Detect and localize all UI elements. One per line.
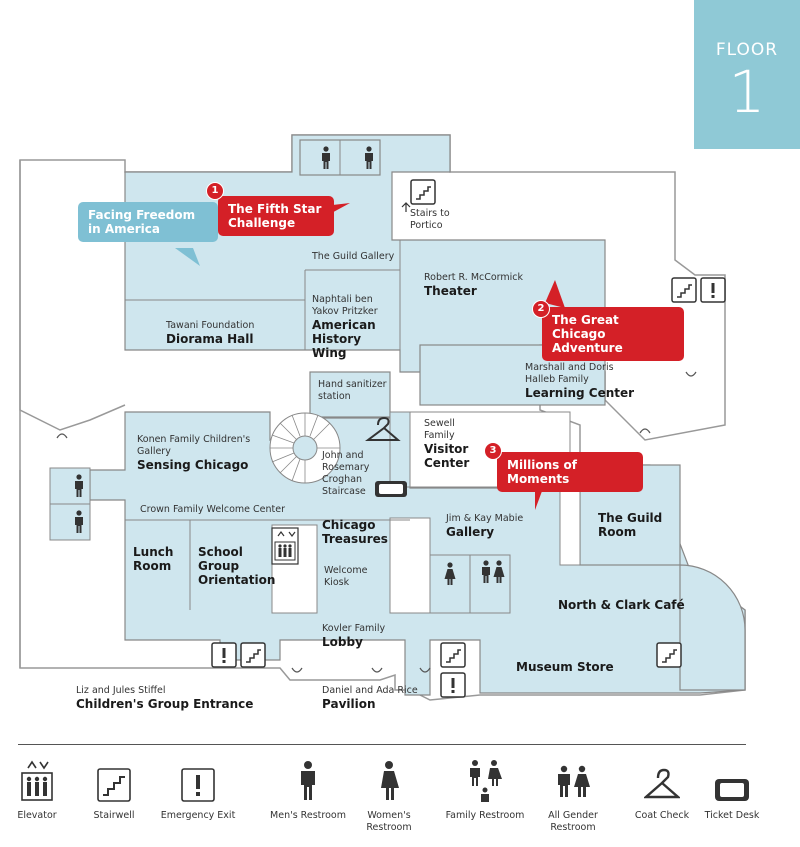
callout-number: 1 bbox=[206, 182, 224, 200]
elevator-icon bbox=[0, 760, 77, 802]
legend-item: Women's Restroom bbox=[349, 761, 429, 834]
floor-number: 1 bbox=[728, 58, 766, 126]
theater-sub: Robert R. McCormick bbox=[424, 272, 524, 283]
floor-label: FLOOR bbox=[715, 40, 779, 60]
facing-freedom-label: Facing Freedom in America bbox=[88, 208, 196, 236]
floor-indicator: FLOOR 1 bbox=[694, 0, 800, 149]
legend-item: Emergency Exit bbox=[158, 762, 238, 822]
hand-sanitizer-label: Hand sanitizer station bbox=[318, 379, 387, 402]
legend-label: Family Restroom bbox=[445, 810, 525, 821]
staircase-label: John and Rosemary Croghan Staircase bbox=[322, 450, 370, 497]
callout-number: 2 bbox=[532, 300, 550, 318]
childrens-title: Children's Group Entrance bbox=[76, 697, 254, 711]
legend-item: Ticket Desk bbox=[692, 762, 772, 822]
childrens-sub: Liz and Jules Stiffel bbox=[76, 685, 166, 696]
callout-label: The Great Chicago Adventure bbox=[552, 313, 623, 355]
ticket-desk-icon bbox=[375, 481, 407, 497]
upper-galleries bbox=[124, 134, 606, 373]
visitor-title: Visitor Center bbox=[424, 442, 470, 470]
school-group-room[interactable]: School Group Orientation bbox=[198, 545, 276, 587]
coat-check-icon bbox=[622, 762, 702, 802]
stairwell-icon bbox=[440, 642, 466, 668]
callout-label: The Fifth Star Challenge bbox=[228, 202, 322, 230]
guild-room[interactable]: The Guild Room bbox=[598, 511, 663, 539]
callout-fifth-star[interactable]: The Fifth Star Challenge bbox=[218, 196, 334, 236]
stairs-portico-label: Stairs to Portico bbox=[410, 208, 450, 231]
gallery-title: Gallery bbox=[446, 525, 495, 539]
lobby-sub: Kovler Family bbox=[322, 623, 386, 634]
pavilion-sub: Daniel and Ada Rice bbox=[322, 685, 418, 696]
sensing-title: Sensing Chicago bbox=[137, 458, 249, 472]
learning-title: Learning Center bbox=[525, 386, 635, 400]
welcome-center-label: Crown Family Welcome Center bbox=[140, 504, 285, 515]
guild-gallery-label: The Guild Gallery bbox=[312, 251, 395, 262]
museum-store-room[interactable]: Museum Store bbox=[516, 660, 614, 674]
all-gender-restroom-icon bbox=[533, 762, 613, 802]
stairwell-icon bbox=[656, 642, 682, 668]
pavilion-title: Pavilion bbox=[322, 697, 376, 711]
gallery-sub: Jim & Kay Mabie bbox=[446, 513, 524, 524]
callout-label: Millions of Moments bbox=[507, 458, 577, 486]
callout-great-chicago[interactable]: The Great Chicago Adventure bbox=[542, 307, 684, 361]
legend-label: All Gender Restroom bbox=[548, 810, 598, 833]
diorama-sub: Tawani Foundation bbox=[166, 320, 255, 331]
coat-check-icon bbox=[365, 416, 401, 441]
stairwell-icon bbox=[240, 642, 266, 668]
legend-item: Stairwell bbox=[74, 762, 154, 822]
history-sub: Naphtali ben Yakov Pritzker bbox=[312, 294, 378, 317]
lobby-title: Lobby bbox=[322, 635, 363, 649]
legend-label: Ticket Desk bbox=[704, 810, 760, 821]
learning-sub: Marshall and Doris Halleb Family bbox=[525, 362, 614, 385]
elevator-icon bbox=[271, 527, 299, 565]
cafe-room[interactable]: North & Clark Café bbox=[558, 598, 685, 612]
legend-item: Family Restroom bbox=[445, 760, 525, 822]
lunch-room[interactable]: Lunch Room bbox=[133, 545, 174, 573]
diorama-title: Diorama Hall bbox=[166, 332, 254, 346]
chicago-treasures-room[interactable]: Chicago Treasures bbox=[322, 518, 388, 546]
legend-label: Coat Check bbox=[634, 810, 690, 821]
legend-label: Emergency Exit bbox=[160, 810, 236, 821]
callout-millions-moments[interactable]: Millions of Moments bbox=[497, 452, 643, 492]
emergency-exit-icon bbox=[440, 672, 466, 698]
legend-label: Stairwell bbox=[93, 810, 135, 821]
theater-title: Theater bbox=[424, 284, 477, 298]
mens-restroom-icon bbox=[268, 761, 348, 802]
welcome-kiosk-label[interactable]: Welcome Kiosk bbox=[324, 565, 368, 588]
womens-restroom-icon bbox=[349, 761, 429, 802]
legend-label: Men's Restroom bbox=[270, 810, 346, 821]
legend-label: Women's Restroom bbox=[366, 810, 412, 833]
sensing-sub: Konen Family Children's Gallery bbox=[137, 434, 251, 457]
legend-item: Coat Check bbox=[622, 762, 702, 822]
emergency-exit-icon bbox=[158, 762, 238, 802]
visitor-sub: Sewell Family bbox=[424, 418, 455, 441]
stairwell-icon bbox=[410, 179, 436, 205]
stairwell-icon bbox=[671, 277, 697, 303]
emergency-exit-icon bbox=[700, 277, 726, 303]
ticket-desk-icon bbox=[692, 762, 772, 802]
facing-freedom-callout[interactable]: Facing Freedom in America bbox=[78, 202, 218, 242]
legend-label: Elevator bbox=[17, 810, 57, 821]
legend-divider bbox=[18, 744, 746, 745]
legend-item: Men's Restroom bbox=[268, 761, 348, 822]
legend-item: Elevator bbox=[0, 760, 77, 822]
family-restroom-icon bbox=[445, 760, 525, 802]
callout-number: 3 bbox=[484, 442, 502, 460]
legend-item: All Gender Restroom bbox=[533, 762, 613, 834]
emergency-exit-icon bbox=[211, 642, 237, 668]
stairwell-icon bbox=[74, 762, 154, 802]
history-title: American History Wing bbox=[312, 318, 376, 360]
